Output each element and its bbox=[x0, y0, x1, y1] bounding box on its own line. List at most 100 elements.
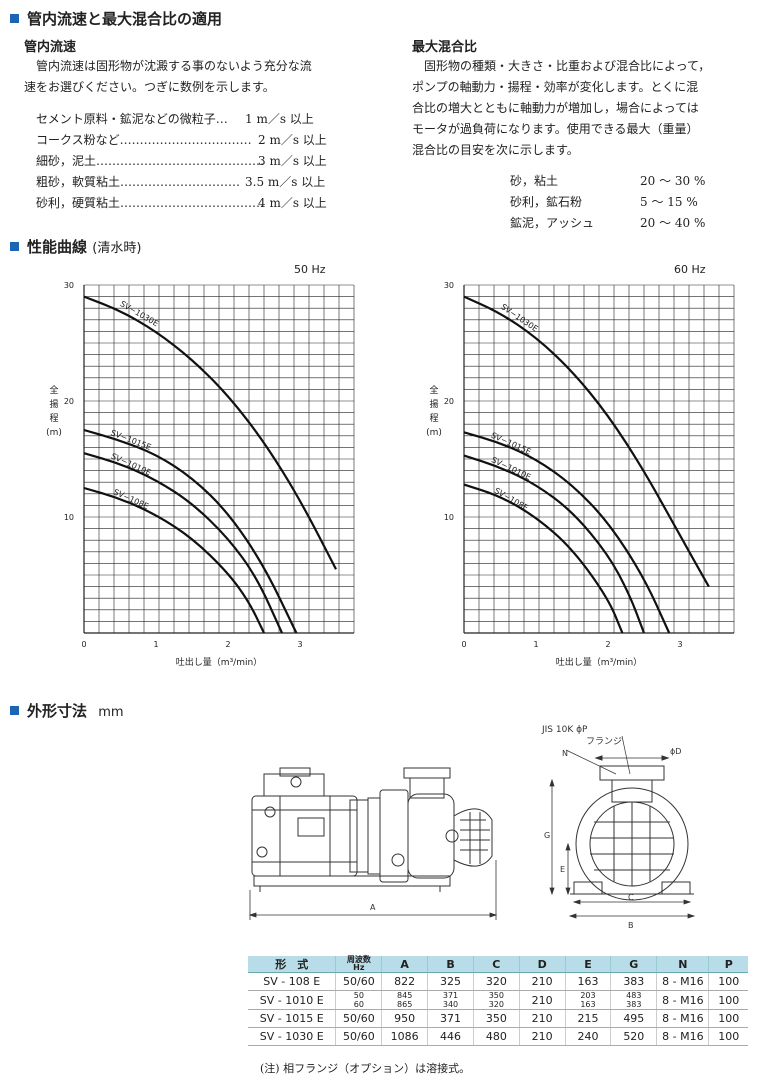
pump-side-view-drawing: A bbox=[248, 767, 498, 920]
cell-b-part: 340 bbox=[442, 1000, 459, 1009]
cell-b: 371 bbox=[427, 1009, 474, 1028]
col-header-e: E bbox=[564, 956, 611, 973]
cell-g: 495 bbox=[610, 1009, 657, 1028]
table-note: (注) 相フランジ（オプション）は溶接式。 bbox=[260, 1062, 471, 1075]
y-axis-label: 揚 bbox=[429, 398, 438, 410]
cell-p: 100 bbox=[708, 990, 748, 1010]
pump-front-view-drawing: JIS 10K ϕP フランジ N ϕD G E C B bbox=[541, 725, 696, 930]
cell-d: 210 bbox=[518, 990, 566, 1010]
cell-model: SV - 1030 E bbox=[248, 1027, 336, 1046]
dimension-lines bbox=[549, 778, 696, 919]
dim-label-c: C bbox=[628, 893, 634, 902]
mixing-row-value: 20 〜 40 % bbox=[640, 216, 706, 230]
cell-a-part: 845 bbox=[397, 991, 413, 1000]
terminal-box bbox=[263, 767, 325, 797]
velocity-row-label: 細砂，泥土…………………………………… bbox=[36, 154, 265, 168]
jis-flange-label: JIS 10K ϕP bbox=[541, 725, 588, 735]
cell-e: 240 bbox=[564, 1027, 611, 1046]
mixing-row-label: 砂利，鉱石粉 bbox=[510, 195, 583, 209]
col-header-a: A bbox=[381, 956, 428, 973]
velocity-row-value: 3 m／s 以上 bbox=[258, 154, 327, 168]
cell-hz-part: 60 bbox=[353, 1000, 364, 1009]
y-axis-label: (m) bbox=[426, 428, 442, 438]
section-heading-performance: 性能曲線 (清水時) bbox=[10, 236, 141, 257]
dim-label-g: G bbox=[544, 831, 550, 840]
mixing-line: 固形物の種類・大きさ・比重および混合比によって， bbox=[412, 59, 711, 73]
heading-unit: mm bbox=[98, 705, 124, 720]
y-tick-label: 20 bbox=[444, 397, 454, 406]
heading-subtitle: (清水時) bbox=[92, 241, 142, 256]
cell-p: 100 bbox=[708, 1027, 748, 1046]
series-line bbox=[463, 431, 671, 634]
dim-label-b: B bbox=[628, 921, 634, 930]
volute-casing bbox=[575, 787, 689, 901]
y-axis-label: 程 bbox=[429, 413, 438, 424]
cell-g: 520 bbox=[610, 1027, 657, 1046]
dim-label-a: A bbox=[370, 903, 376, 912]
col-header-g: G bbox=[610, 956, 657, 973]
cell-a: 950 bbox=[381, 1009, 428, 1028]
x-tick-label: 2 bbox=[605, 640, 610, 649]
suction-strainer bbox=[453, 808, 493, 867]
cell-hz: 50/60 bbox=[335, 1009, 382, 1028]
cell-n: 8 - M16 bbox=[656, 1009, 709, 1028]
y-axis-label: 全 bbox=[429, 384, 438, 396]
cell-c: 480 bbox=[472, 1027, 520, 1046]
cell-a: 822 bbox=[381, 972, 428, 991]
cell-p: 100 bbox=[708, 972, 748, 991]
x-tick-label: 0 bbox=[461, 640, 466, 649]
cell-c: 350 bbox=[472, 1009, 520, 1028]
series-line bbox=[83, 486, 265, 634]
series-line bbox=[463, 483, 624, 634]
x-tick-label: 0 bbox=[81, 640, 86, 649]
dim-label-phid: ϕD bbox=[670, 747, 681, 756]
mixing-line: ポンプの軸動力・揚程・効率が変化します。とくに混 bbox=[412, 80, 699, 94]
velocity-row-label: コークス粉など…………………………… bbox=[36, 133, 252, 147]
cell-d: 210 bbox=[518, 972, 566, 991]
dim-label-n: N bbox=[562, 749, 568, 758]
cell-c-part: 320 bbox=[488, 1000, 504, 1009]
mixing-row-value: 20 〜 30 % bbox=[640, 174, 706, 188]
cell-e-part: 163 bbox=[580, 1000, 596, 1009]
heading-square-icon bbox=[10, 706, 19, 715]
velocity-row-value: 3.5 m／s 以上 bbox=[245, 175, 326, 189]
x-tick-label: 3 bbox=[677, 640, 682, 649]
velocity-row-value: 4 m／s 以上 bbox=[258, 196, 327, 210]
y-tick-label: 20 bbox=[64, 397, 74, 406]
cell-a: 1086 bbox=[381, 1027, 428, 1046]
cell-hz: 50/60 bbox=[335, 1027, 382, 1046]
mixing-row-label: 砂，粘土 bbox=[510, 174, 559, 188]
velocity-title: 管内流速 bbox=[24, 40, 77, 55]
velocity-row-value: 1 m／s 以上 bbox=[245, 112, 314, 126]
cell-n: 8 - M16 bbox=[656, 990, 709, 1010]
mixing-paragraph: 固形物の種類・大きさ・比重および混合比によって， ポンプの軸動力・揚程・効率が変… bbox=[412, 56, 757, 161]
heading-square-icon bbox=[10, 242, 19, 251]
dimension-a bbox=[248, 860, 498, 920]
x-tick-label: 3 bbox=[297, 640, 302, 649]
cell-g: 383 bbox=[610, 972, 657, 991]
cell-d: 210 bbox=[518, 1027, 566, 1046]
x-axis-label: 吐出し量（m³/min） bbox=[176, 656, 262, 668]
series-line bbox=[83, 295, 337, 570]
base-frame bbox=[253, 875, 451, 892]
series-label: SV−1015E bbox=[490, 431, 533, 457]
cell-hz-part: 50 bbox=[353, 991, 364, 1000]
base-feet bbox=[570, 881, 694, 895]
cell-b: 325 bbox=[427, 972, 474, 991]
heading-square-icon bbox=[10, 14, 19, 23]
col-header-model: 形 式 bbox=[248, 956, 336, 973]
flange-label: フランジ bbox=[586, 736, 622, 747]
col-header-n: N bbox=[656, 956, 709, 973]
y-axis-label: 全 bbox=[49, 384, 58, 396]
cell-p: 100 bbox=[708, 1009, 748, 1028]
y-axis-label: 程 bbox=[49, 413, 58, 424]
cell-g-part: 383 bbox=[626, 1000, 642, 1009]
